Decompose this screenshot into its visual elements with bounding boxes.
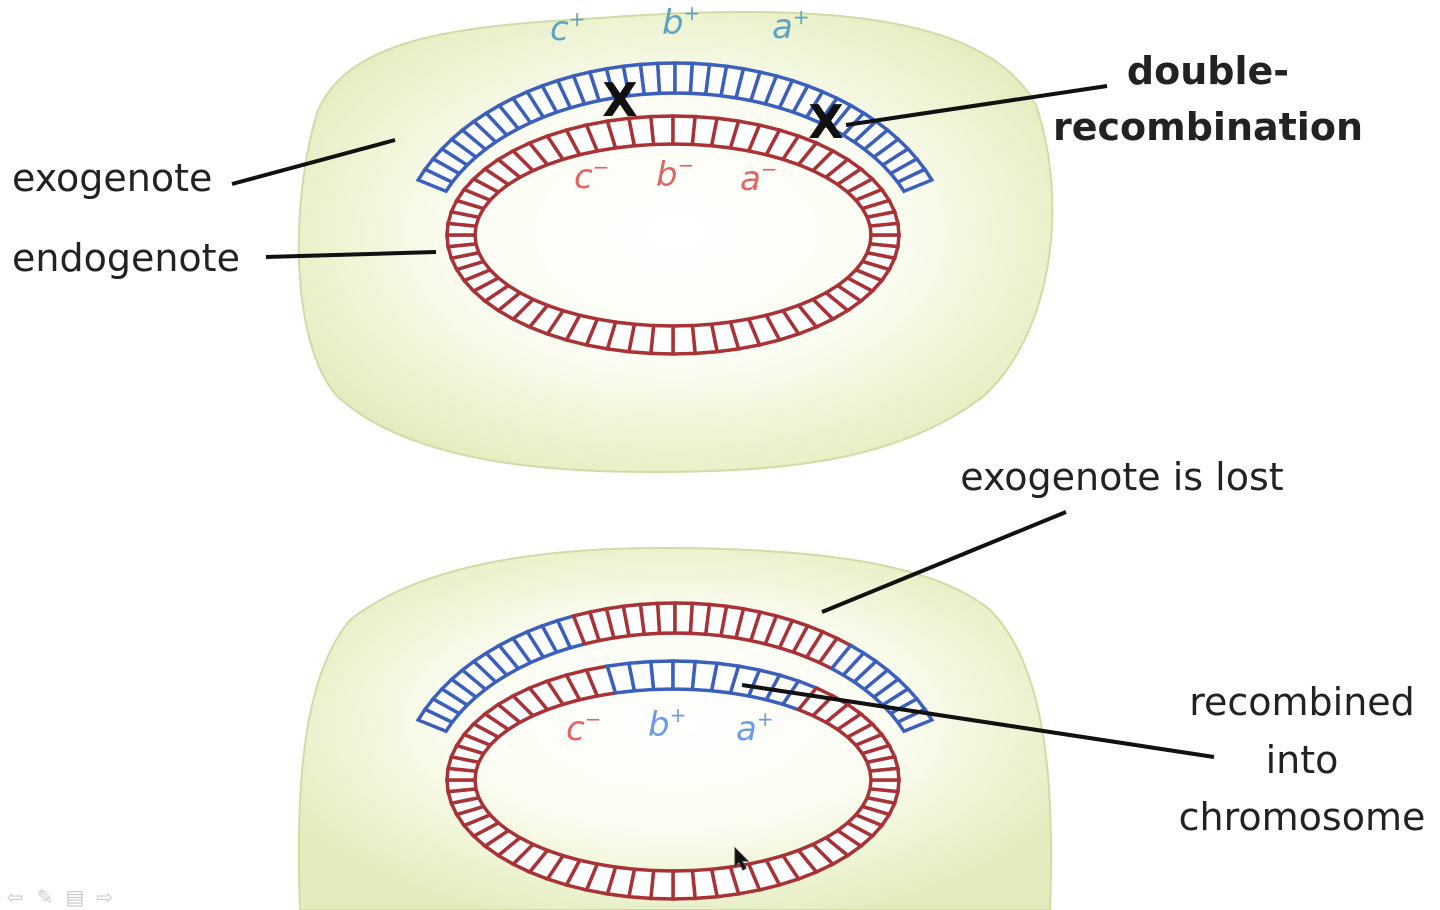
top-endogenote-gene-labels: c− b− a− [574, 153, 778, 199]
recombined-label-line1: recombined [1189, 680, 1415, 724]
gene-label-b-minus: b− [656, 153, 694, 195]
gene-label-b-plus-bottom: b+ [648, 703, 686, 745]
menu-icon[interactable]: ▤ [65, 885, 85, 909]
crossover-mark-left: X [602, 73, 637, 127]
exogenote-leader-line [231, 138, 396, 186]
dna-segment [895, 707, 935, 734]
double-recombination-label-line2: recombination [1053, 105, 1363, 149]
recombined-leader-line [741, 683, 1215, 759]
gene-label-c-minus-bottom: c− [566, 707, 601, 749]
gene-label-a-plus: a+ [772, 5, 810, 47]
gene-label-c-plus: c+ [550, 7, 585, 49]
gene-label-b-plus: b+ [662, 1, 700, 43]
top-endogenote-chromosome [445, 114, 901, 356]
double-recombination-leader-line [845, 84, 1108, 127]
endogenote-label: endogenote [12, 236, 240, 280]
dna-segment [655, 61, 677, 96]
gene-label-a-plus-bottom: a+ [736, 707, 774, 749]
dna-segment [868, 766, 901, 782]
slideshow-controls: ⇦ ✎ ▤ ⇨ [0, 884, 132, 910]
double-recombination-label-line1: double- [1127, 49, 1289, 93]
exogenote-lost-leader-line [821, 510, 1067, 614]
bottom-panel: c− b+ a+ exogenote is lost recombined in… [297, 455, 1426, 910]
dna-segment [655, 601, 677, 636]
dna-segment [671, 868, 698, 901]
dna-segment [671, 323, 698, 356]
pen-icon[interactable]: ✎ [36, 885, 54, 909]
top-exogenote-strand [415, 61, 935, 194]
dna-segment [648, 659, 675, 692]
next-arrow-icon[interactable]: ⇨ [96, 885, 114, 909]
gene-label-c-minus: c− [574, 155, 609, 197]
bottom-exogenote-strand [415, 601, 935, 734]
recombined-label-line2: into [1266, 738, 1339, 782]
bottom-recombined-chromosome [445, 659, 901, 901]
dna-segment [895, 167, 935, 194]
dna-segment [648, 114, 675, 147]
recombined-label-line3: chromosome [1179, 795, 1426, 839]
dna-segment [868, 221, 901, 237]
exogenote-lost-label: exogenote is lost [960, 455, 1283, 499]
mouse-cursor-icon [734, 846, 750, 871]
previous-arrow-icon[interactable]: ⇦ [6, 885, 24, 909]
exogenote-label: exogenote [12, 156, 212, 200]
top-panel: X X c+ b+ a+ c− b− a− exogenote endogeno… [12, 1, 1363, 474]
bottom-gene-labels: c− b+ a+ [566, 703, 774, 749]
gene-label-a-minus: a− [740, 157, 778, 199]
endogenote-leader-line [265, 250, 437, 259]
crossover-mark-right: X [808, 95, 843, 149]
top-exogenote-gene-labels: c+ b+ a+ [550, 1, 810, 49]
